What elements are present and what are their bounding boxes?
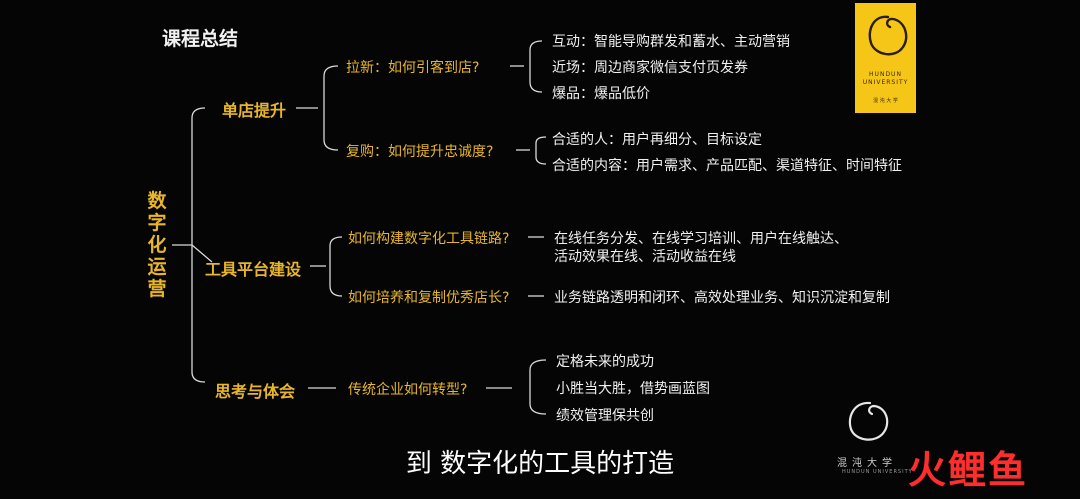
list-item: 互动：智能导购群发和蓄水、主动营销 <box>552 34 790 50</box>
list-item: 活动效果在线、活动收益在线 <box>554 249 736 265</box>
page-title: 课程总结 <box>162 28 239 50</box>
brand-watermark: 火鲤鱼 <box>908 448 1029 492</box>
logo-line1: HUNDUN <box>869 71 902 78</box>
question-store-manager: 如何培养和复制优秀店长? <box>348 290 510 306</box>
watermark-en: HUNDUN UNIVERSITY <box>842 469 913 475</box>
brush-circle-icon <box>868 15 908 56</box>
question-toolchain: 如何构建数字化工具链路? <box>348 231 510 247</box>
logo-line3: 混 沌 大 学 <box>873 98 898 104</box>
question-transformation: 传统企业如何转型? <box>348 382 468 398</box>
branch-reflection: 思考与体会 <box>215 382 296 401</box>
list-item: 业务链路透明和闭环、高效处理业务、知识沉淀和复制 <box>554 290 890 306</box>
branch-single-store: 单店提升 <box>222 101 287 120</box>
question-acquisition: 拉新：如何引客到店? <box>346 60 480 76</box>
video-subtitle: 到 数字化的工具的打造 <box>405 449 675 479</box>
list-item: 合适的人：用户再细分、目标设定 <box>552 132 762 148</box>
branch-tool-platform: 工具平台建设 <box>205 260 302 279</box>
list-item: 绩效管理保共创 <box>556 408 654 424</box>
list-item: 近场：周边商家微信支付页发券 <box>552 60 748 76</box>
question-retention: 复购：如何提升忠诚度? <box>346 144 494 160</box>
hundun-logo: HUNDUN UNIVERSITY 混 沌 大 学 <box>855 3 916 113</box>
list-item: 定格未来的成功 <box>556 354 654 370</box>
root-node: 数字化运营 <box>147 190 167 300</box>
list-item: 爆品：爆品低价 <box>552 86 650 102</box>
list-item: 小胜当大胜，借势画蓝图 <box>556 381 710 397</box>
list-item: 合适的内容：用户需求、产品匹配、渠道特征、时间特征 <box>552 158 902 174</box>
watermark-cn: 混沌大学 <box>837 458 897 469</box>
logo-line2: UNIVERSITY <box>862 79 909 86</box>
list-item: 在线任务分发、在线学习培训、用户在线触达、 <box>554 231 848 247</box>
watermark-circle-icon <box>848 401 889 441</box>
